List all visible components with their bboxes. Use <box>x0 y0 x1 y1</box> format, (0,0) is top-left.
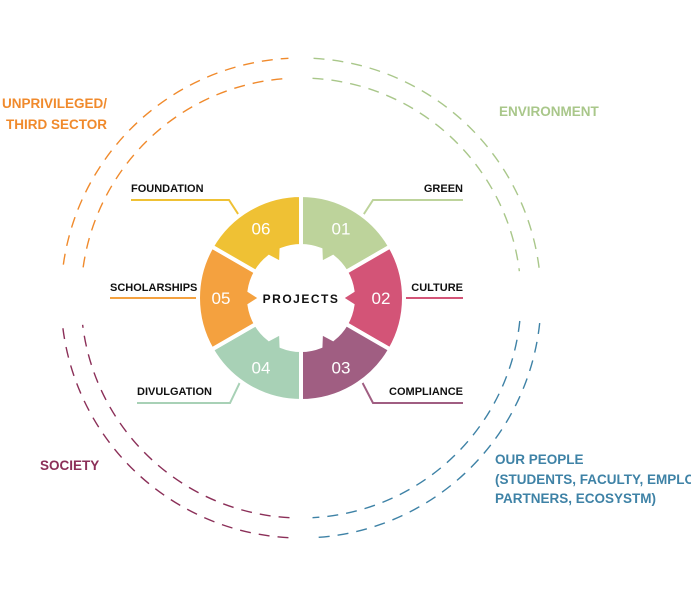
stakeholder-our-people-line1: OUR PEOPLE <box>495 452 584 467</box>
leader-lines <box>110 199 463 404</box>
dashed-arc-unprivileged <box>62 57 289 265</box>
stakeholder-our-people-line3: PARTNERS, ECOSYSTM) <box>495 491 656 506</box>
leader-line-01 <box>359 199 463 221</box>
stakeholder-our-people-line2: (STUDENTS, FACULTY, EMPLOYEES, <box>495 472 691 487</box>
segment-label-scholarships: SCHOLARSHIPS <box>110 282 197 294</box>
segment-number-02: 02 <box>372 289 391 308</box>
dashed-arc-environment <box>313 57 540 269</box>
segment-label-divulgation: DIVULGATION <box>137 386 212 398</box>
stakeholder-environment: ENVIRONMENT <box>499 104 600 119</box>
segment-label-compliance: COMPLIANCE <box>389 386 463 398</box>
segment-number-06: 06 <box>252 220 271 239</box>
segment-number-05: 05 <box>212 289 231 308</box>
dashed-arc-unprivileged <box>82 77 290 268</box>
segment-label-foundation: FOUNDATION <box>131 183 204 195</box>
segment-06 <box>209 192 303 275</box>
dashed-arc-our-people <box>313 323 541 539</box>
leader-line-04 <box>137 377 243 404</box>
stakeholder-unprivileged-line1: UNPRIVILEGED/ <box>2 96 107 111</box>
segment-label-culture: CULTURE <box>411 282 463 294</box>
dashed-arc-our-people <box>312 320 521 519</box>
segment-number-04: 04 <box>252 358 271 377</box>
segment-label-green: GREEN <box>424 183 463 195</box>
stakeholder-society: SOCIETY <box>40 458 99 473</box>
center-label: PROJECTS <box>263 292 340 306</box>
leader-line-06 <box>131 199 243 221</box>
dashed-arc-society <box>62 327 289 539</box>
stakeholder-unprivileged-line2: THIRD SECTOR <box>6 117 107 132</box>
stakeholder-dashed-circles <box>62 57 541 539</box>
dashed-arc-environment <box>312 77 521 272</box>
project-ring: 01 02 03 04 05 06 <box>196 192 406 404</box>
segment-number-01: 01 <box>332 220 351 239</box>
leader-line-03 <box>359 377 463 404</box>
dashed-arc-society <box>81 324 290 519</box>
segment-number-03: 03 <box>332 358 351 377</box>
